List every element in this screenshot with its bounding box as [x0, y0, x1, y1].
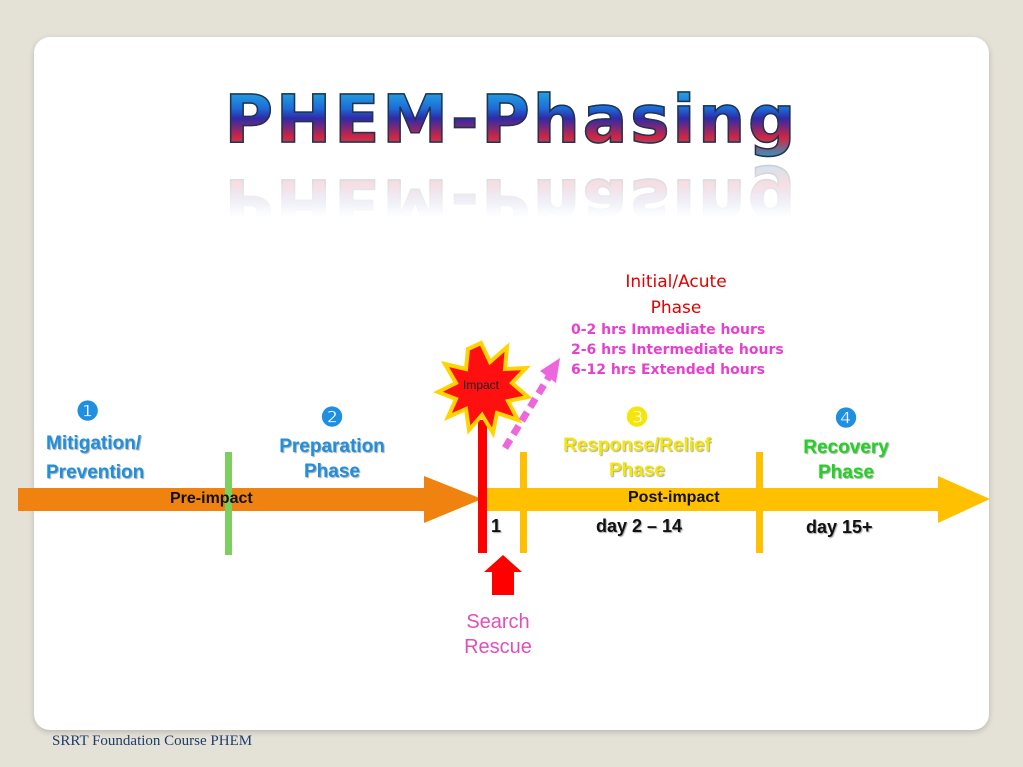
post-impact-label: Post-impact: [628, 489, 720, 506]
acute-hours-1: 0-2 hrs Immediate hours: [571, 322, 766, 338]
yellow-divider-1: [520, 452, 527, 553]
search-rescue-arrow: [484, 555, 522, 595]
pre-impact-arrow: [18, 476, 482, 523]
acute-hours-3: 6-12 hrs Extended hours: [571, 362, 765, 378]
phase-2-line2: Phase: [304, 461, 360, 482]
acute-title-line2: Phase: [650, 298, 702, 318]
day-1-label: 1: [491, 516, 502, 536]
acute-hours-2: 2-6 hrs Intermediate hours: [571, 342, 784, 358]
day-2-14-label: day 2 – 14: [596, 516, 683, 536]
phase-3-number: ❸: [625, 402, 649, 432]
phase-1-number: ❶: [76, 396, 100, 426]
search-label: Search: [466, 611, 530, 633]
post-impact-arrow: [486, 476, 990, 523]
day-15-label: day 15+: [806, 517, 873, 537]
phase-3-line1: Response/Relief: [563, 435, 711, 456]
footer-text: SRRT Foundation Course PHEM: [52, 733, 253, 749]
acute-arrow-head: [540, 358, 560, 383]
pre-impact-label: Pre-impact: [170, 490, 253, 507]
rescue-label: Rescue: [464, 636, 532, 658]
slide-title: PHEM-Phasing: [224, 80, 799, 159]
phase-4-number: ❹: [834, 403, 858, 433]
acute-title-line1: Initial/Acute: [625, 272, 727, 292]
phase-2-line1: Preparation: [279, 436, 385, 457]
impact-label: Impact: [462, 378, 499, 392]
phase-4-line1: Recovery: [803, 437, 889, 458]
phase-4-line2: Phase: [818, 462, 874, 483]
phase-1-line1: Mitigation/: [46, 433, 141, 454]
acute-dashed-arrow: [502, 373, 553, 450]
title-container: PHEM-Phasing: [0, 80, 1023, 160]
impact-bar: [478, 420, 487, 553]
phase-3-line2: Phase: [609, 460, 665, 481]
phase-2-number: ❷: [320, 402, 344, 432]
impact-explosion: [433, 340, 533, 439]
yellow-divider-2: [756, 452, 763, 553]
green-divider: [225, 452, 232, 555]
phase-1-line2: Prevention: [46, 462, 145, 483]
